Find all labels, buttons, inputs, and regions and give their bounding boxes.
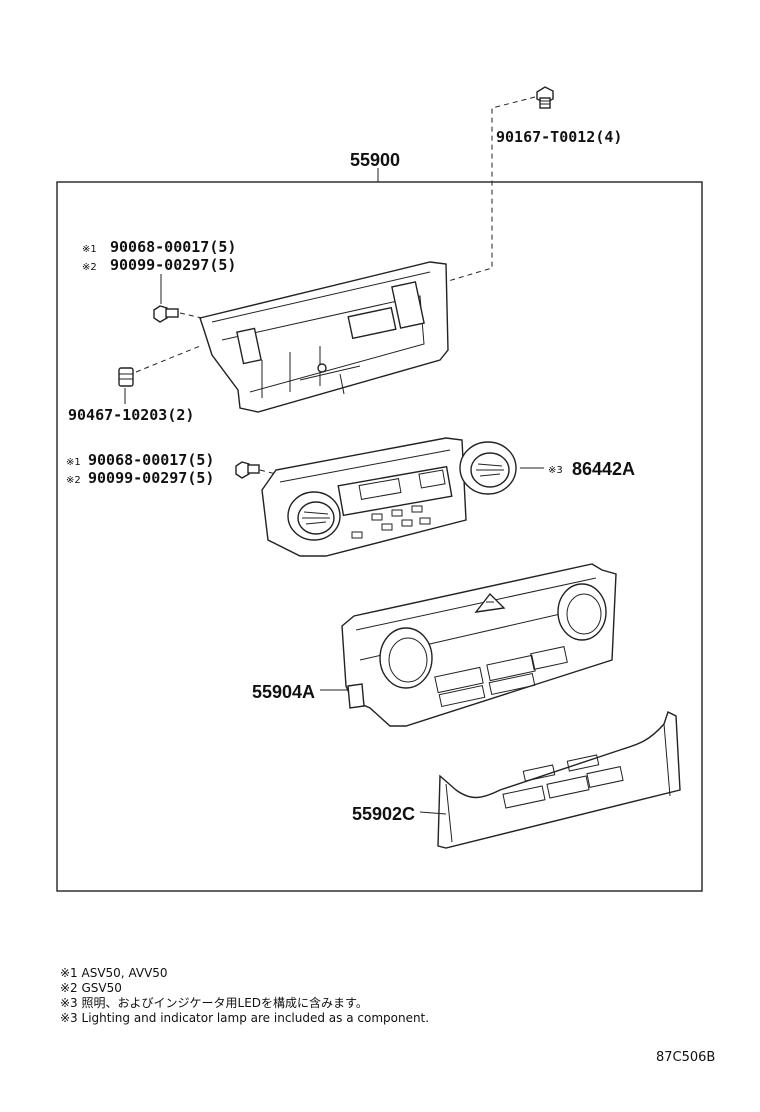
footnote-1: ※1 ASV50, AVV50	[60, 966, 168, 980]
housing-bracket	[199, 261, 449, 413]
diagram-code: 87C506B	[656, 1050, 716, 1065]
panel-assembly	[341, 563, 617, 727]
footnote-3-en: ※3 Lighting and indicator lamp are inclu…	[60, 1011, 430, 1025]
label-cover: 55902C	[352, 804, 415, 824]
label-bolt-top: 90167-T0012(4)	[496, 128, 622, 146]
mark-screw-a2: ※2	[82, 262, 97, 273]
label-assembly: 55900	[350, 150, 400, 170]
label-screw-a1: 90068-00017(5)	[110, 238, 236, 256]
cover-plate	[437, 711, 681, 849]
bolt-top-icon	[536, 86, 554, 109]
mark-screw-a1: ※1	[82, 244, 97, 255]
footnote-2: ※2 GSV50	[60, 981, 122, 995]
control-unit	[261, 437, 517, 557]
screw-middle-icon	[235, 461, 260, 479]
label-bulb: 90467-10203(2)	[68, 406, 194, 424]
label-knob: 86442A	[572, 459, 635, 479]
mark-knob: ※3	[548, 465, 563, 476]
screw-upper-icon	[153, 305, 179, 323]
label-screw-a2: 90099-00297(5)	[110, 256, 236, 274]
assembly-frame	[56, 181, 703, 892]
label-screw-b1: 90068-00017(5)	[88, 451, 214, 469]
label-panel: 55904A	[252, 682, 315, 702]
footnotes: ※1 ASV50, AVV50 ※2 GSV50 ※3 照明、およびインジケータ…	[60, 966, 429, 1026]
mark-screw-b1: ※1	[66, 457, 81, 468]
mark-screw-b2: ※2	[66, 475, 81, 486]
label-screw-b2: 90099-00297(5)	[88, 469, 214, 487]
bulb-icon	[118, 367, 134, 387]
footnote-3-ja: ※3 照明、およびインジケータ用LEDを構成に含みます。	[60, 996, 368, 1010]
